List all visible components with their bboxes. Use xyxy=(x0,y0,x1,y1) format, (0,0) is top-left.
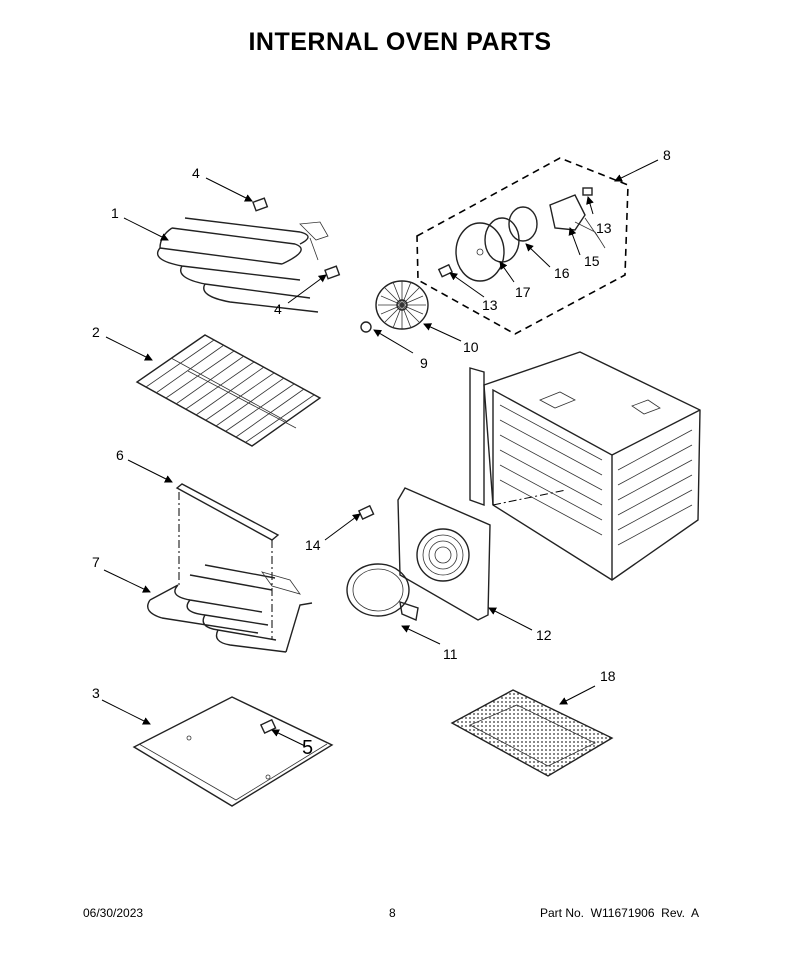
callout-3: 3 xyxy=(92,685,100,701)
footer-date: 06/30/2023 xyxy=(83,906,144,920)
fan-nut-part xyxy=(360,321,372,333)
gasket-part-16 xyxy=(508,206,538,242)
callout-11: 11 xyxy=(443,646,458,662)
convection-assembly-outline xyxy=(416,157,629,335)
vent-strip-part xyxy=(175,483,280,640)
callout-15: 15 xyxy=(584,253,600,269)
oven-rack-part xyxy=(135,334,322,447)
screw-part-5 xyxy=(259,718,277,734)
callout-4a: 4 xyxy=(192,165,200,181)
screw-part-14 xyxy=(357,504,375,520)
callout-18: 18 xyxy=(600,668,616,684)
callout-9: 9 xyxy=(420,355,428,371)
bake-element-part xyxy=(147,564,313,653)
mesh-tray-part xyxy=(450,689,614,777)
screw-part-4b xyxy=(324,265,341,280)
page-title: INTERNAL OVEN PARTS xyxy=(248,28,552,56)
oven-cavity-part xyxy=(469,351,701,581)
callout-16: 16 xyxy=(554,265,570,281)
screw-part-13a xyxy=(437,263,454,278)
leader-lines xyxy=(101,159,659,747)
callout-17: 17 xyxy=(515,284,531,300)
callout-14: 14 xyxy=(305,537,321,553)
screw-part-13b xyxy=(582,187,593,196)
callout-10: 10 xyxy=(463,339,479,355)
bottom-cover-part xyxy=(132,696,334,807)
convection-motor-part xyxy=(549,194,606,249)
convection-fan-part xyxy=(375,280,429,330)
callout-1: 1 xyxy=(111,205,119,221)
callout-5: 5 xyxy=(302,737,313,759)
callout-12: 12 xyxy=(536,627,552,643)
callout-13b: 13 xyxy=(596,220,612,236)
callout-13a: 13 xyxy=(482,297,498,313)
callout-2: 2 xyxy=(92,324,100,340)
motor-plate-part xyxy=(455,222,505,282)
callout-4b: 4 xyxy=(274,301,282,317)
footer-part-number: Part No. W11671906 Rev. A xyxy=(540,906,699,920)
callout-6: 6 xyxy=(116,447,124,463)
callout-7: 7 xyxy=(92,554,100,570)
broil-element-part xyxy=(156,217,329,313)
convection-element-part xyxy=(346,563,419,621)
footer-page-number: 8 xyxy=(389,906,396,920)
callout-8: 8 xyxy=(663,147,671,163)
screw-part-4a xyxy=(252,197,269,212)
convection-cover-part xyxy=(397,487,491,621)
